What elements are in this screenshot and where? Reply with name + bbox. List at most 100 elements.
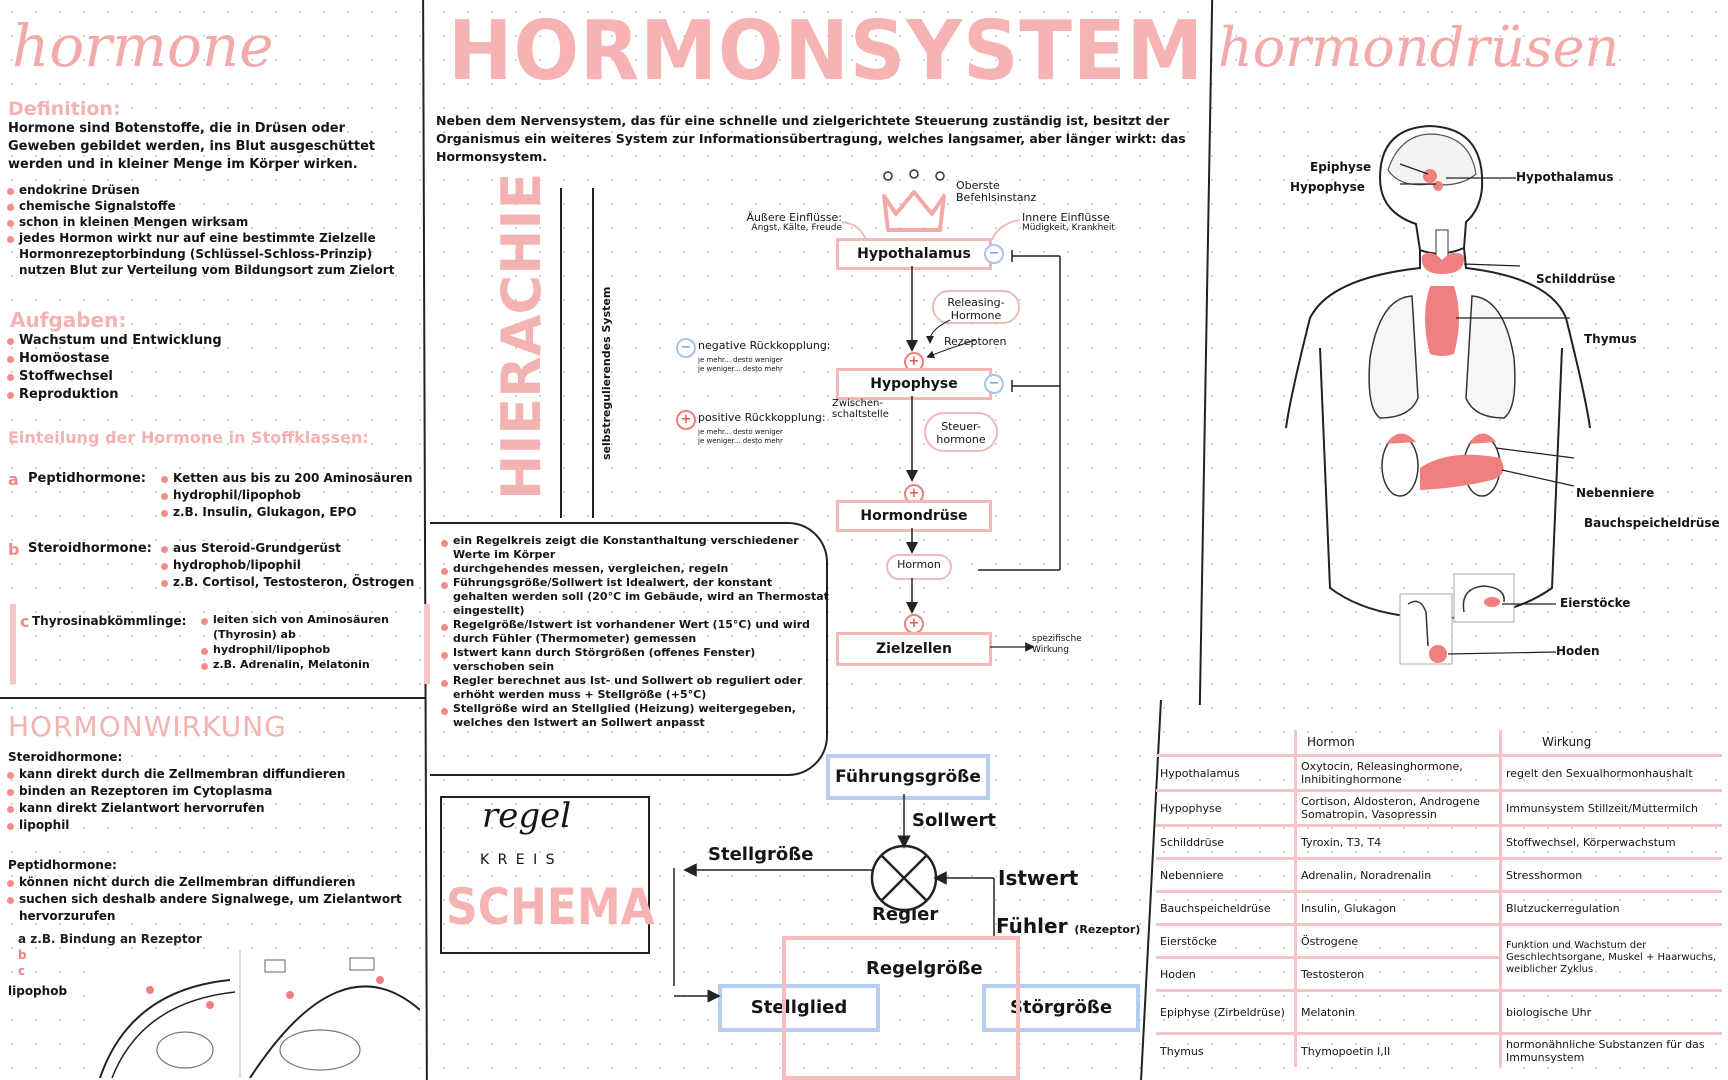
table-cell: Stoffwechsel, Körperwachstum (1500, 825, 1722, 860)
divider-right-vertical (1198, 0, 1214, 705)
regelkreis-diagram (673, 794, 1020, 1080)
hierarchy-line-2 (592, 188, 594, 518)
table-row: Epiphyse (Zirbeldrüse) Melatonin biologi… (1156, 990, 1722, 1035)
sollwert-label: Sollwert (912, 810, 996, 831)
table-header-cell: Wirkung (1500, 730, 1722, 757)
label-schilddruese: Schilddrüse (1536, 272, 1616, 286)
pill-steuer: Steuer-hormone (924, 412, 998, 452)
peptid-point: können nicht durch die Zellmembran diffu… (6, 874, 406, 891)
fuehler-label: Fühler (Rezeptor) (996, 914, 1141, 938)
class-marker: b (8, 540, 20, 559)
peptid-sub-b: b (18, 948, 27, 962)
regelkreis-point: Stellgröße wird an Stellglied (Heizung) … (440, 702, 830, 730)
table-cell: Oxytocin, Releasinghormone, Inhibitingho… (1295, 755, 1502, 792)
outer-influences: Äußere Einflüsse: Angst, Kälte, Freude (746, 211, 842, 233)
table-row: Hypophyse Cortison, Aldosteron, Androgen… (1156, 790, 1722, 827)
peptid-points: können nicht durch die Zellmembran diffu… (6, 874, 406, 925)
class-point: hydrophob/lipophil (160, 557, 430, 574)
inner-influences: Innere Einflüsse Müdigkeit, Krankheit (1022, 211, 1115, 233)
table-header-cell (1156, 730, 1297, 757)
table-cell: Schilddrüse (1156, 825, 1297, 860)
class-name: Steroidhormone: (28, 541, 152, 556)
rezeptoren-label: Rezeptoren (944, 335, 1007, 348)
peptid-heading: Peptidhormone: (8, 858, 117, 872)
steroid-point: kann direkt Zielantwort hervorrufen (6, 800, 345, 817)
regelgroesse-label: Regelgröße (866, 958, 983, 979)
table-cell: Nebenniere (1156, 858, 1297, 893)
schema-regel: regel (482, 796, 572, 836)
divider-left-horizontal (0, 697, 425, 699)
right-title: hormondrüsen (1218, 16, 1620, 79)
definition-point: jedes Hormon wirkt nur auf eine bestimmt… (6, 230, 418, 278)
lipophob-label: lipophob (8, 984, 68, 998)
table-cell: Hypothalamus (1156, 755, 1297, 792)
center-title: HORMONSYSTEM (448, 4, 1205, 99)
left-title: hormone (12, 12, 274, 80)
table-header: Hormon Wirkung (1156, 730, 1722, 757)
minus-icon: − (984, 374, 1004, 394)
class-point: hydrophil/lipophob (200, 642, 415, 657)
regelkreis-point: Regelgröße/Istwert ist vorhandener Wert … (440, 618, 830, 646)
aufgaben-heading: Aufgaben: (10, 308, 127, 332)
class-name: Peptidhormone: (28, 471, 146, 486)
istwert-label: Istwert (998, 866, 1079, 890)
label-thymus: Thymus (1584, 332, 1637, 346)
neg-feedback: negative Rückkopplung: (698, 339, 831, 352)
table-cell: Cortison, Aldosteron, Androgene Somatrop… (1295, 790, 1502, 827)
table-row: Eierstöcke Östrogene Funktion und Wachst… (1156, 924, 1722, 992)
einteilung-heading: Einteilung der Hormone in Stoffklassen: (8, 428, 369, 447)
table-row: Hypothalamus Oxytocin, Releasinghormone,… (1156, 755, 1722, 792)
hierarchy-arrows (841, 219, 1061, 652)
zwischen-label: Zwischen-schaltstelle (832, 398, 889, 420)
body-diagram (1285, 124, 1591, 665)
steroid-point: binden an Rezeptoren im Cytoplasma (6, 783, 345, 800)
class-point: leiten sich von Aminosäuren (Thyrosin) a… (200, 612, 415, 642)
box-hormondruese: Hormondrüse (836, 500, 992, 532)
class-thyrosin: c Thyrosinabkömmlinge: leiten sich von A… (20, 612, 415, 671)
aufgabe-item: Homöostase (6, 350, 222, 368)
class-bracket (10, 604, 430, 684)
table-cell: regelt den Sexualhormonhaushalt (1500, 755, 1722, 792)
table-cell: Östrogene (1295, 924, 1502, 959)
table-row: Nebenniere Adrenalin, Noradrenalin Stres… (1156, 858, 1722, 893)
minus-icon: − (676, 338, 696, 358)
table-cell: Hypophyse (1156, 790, 1297, 827)
peptid-point: suchen sich deshalb andere Signalwege, u… (6, 891, 406, 925)
regelkreis-points: ein Regelkreis zeigt die Konstanthaltung… (440, 534, 830, 730)
definition-text: Hormone sind Botenstoffe, die in Drüsen … (8, 121, 376, 172)
hierarchy-line (560, 188, 562, 518)
table-cell: Hoden (1156, 957, 1297, 992)
table-cell: Eierstöcke (1156, 924, 1297, 959)
table-cell: hormonähnliche Substanzen für das Immuns… (1506, 1038, 1705, 1064)
class-name: Thyrosinabkömmlinge: (32, 614, 187, 628)
label-hypothalamus: Hypothalamus (1516, 170, 1614, 184)
table-cell: Epiphyse (Zirbeldrüse) (1156, 990, 1297, 1035)
regelkreis-point: ein Regelkreis zeigt die Konstanthaltung… (440, 534, 830, 562)
class-peptid: a Peptidhormone: Ketten aus bis zu 200 A… (8, 470, 418, 519)
hormone-table-wrap: Hormon Wirkung Hypothalamus Oxytocin, Re… (1156, 730, 1722, 1067)
label-nebenniere: Nebenniere (1576, 486, 1655, 500)
table-cell: Tyroxin, T3, T4 (1295, 825, 1502, 860)
steroid-heading: Steroidhormone: (8, 750, 123, 764)
regelkreis-point: Führungsgröße/Sollwert ist Idealwert, de… (440, 576, 830, 618)
class-point: Ketten aus bis zu 200 Aminosäuren (160, 470, 430, 487)
regler-label: Regler (872, 904, 939, 925)
class-marker: c (20, 612, 30, 631)
crown-icon (882, 169, 946, 232)
steroid-point: lipophil (6, 817, 345, 834)
table-cell: Adrenalin, Noradrenalin (1295, 858, 1502, 893)
class-point: aus Steroid-Grundgerüst (160, 540, 430, 557)
pill-hormon: Hormon (886, 554, 952, 580)
wirkung-heading: HORMONWIRKUNG (8, 710, 287, 743)
box-stoergroesse: Störgröße (982, 984, 1140, 1032)
neg-feedback-sub: je mehr... desto weniger je weniger... d… (698, 356, 783, 373)
definition-heading: Definition: (8, 98, 121, 120)
class-marker: a (8, 470, 19, 489)
plus-icon: + (676, 410, 696, 430)
label-hoden: Hoden (1556, 644, 1600, 658)
crown-label: Oberste Befehlsinstanz (956, 179, 1037, 204)
schema-word: SCHEMA (446, 878, 655, 936)
class-point: hydrophil/lipophob (160, 487, 430, 504)
hierarchy-word: HIERACHIE (490, 172, 553, 500)
class-steroid: b Steroidhormone: aus Steroid-Grundgerüs… (8, 540, 418, 589)
